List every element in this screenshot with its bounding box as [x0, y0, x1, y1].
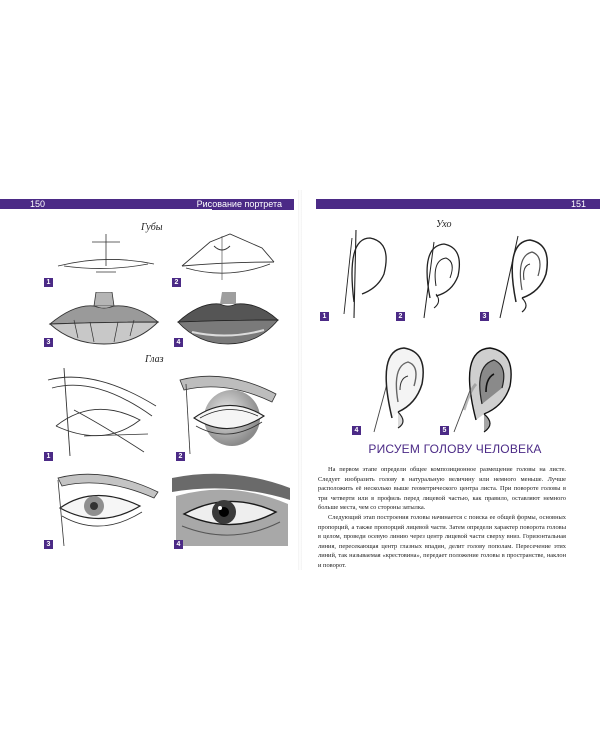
- lips-sketch-step-1: [44, 232, 164, 284]
- step-badge: 5: [440, 426, 449, 435]
- section-title-ear: Ухо: [436, 219, 452, 230]
- eye-sketch-step-4: [172, 470, 290, 546]
- step-badge: 2: [176, 452, 185, 461]
- paragraph: Следующий этап построения головы начинае…: [318, 513, 566, 569]
- step-badge: 2: [172, 278, 181, 287]
- lips-sketch-step-3: [44, 292, 164, 348]
- running-head: Рисование портрета: [196, 199, 282, 209]
- step-badge: 1: [320, 312, 329, 321]
- page-number: 150: [30, 199, 46, 209]
- step-badge: 4: [174, 540, 183, 549]
- eye-sketch-step-2: [176, 370, 280, 458]
- body-text: На первом этапе определи общее композици…: [318, 465, 566, 571]
- ear-sketch-step-2: [404, 238, 468, 320]
- lips-sketch-step-4: [172, 292, 284, 348]
- book-gutter: [298, 190, 302, 570]
- step-badge: 3: [44, 338, 53, 347]
- step-badge: 4: [352, 426, 361, 435]
- step-badge: 3: [44, 540, 53, 549]
- step-badge: 1: [44, 452, 53, 461]
- ear-sketch-step-3: [488, 234, 556, 320]
- eye-sketch-step-3: [44, 468, 162, 548]
- section-title-eye: Глаз: [145, 354, 164, 365]
- step-badge: 2: [396, 312, 405, 321]
- eye-sketch-step-1: [44, 366, 160, 458]
- ear-sketch-step-1: [326, 228, 396, 320]
- running-head-underline: [212, 209, 294, 210]
- step-badge: 4: [174, 338, 183, 347]
- paragraph: На первом этапе определи общее композици…: [318, 466, 566, 512]
- left-page: 150 Рисование портрета Губы 1: [0, 0, 298, 750]
- section-title-lips: Губы: [141, 222, 163, 233]
- ear-sketch-step-4: [362, 340, 432, 434]
- lips-sketch-step-2: [170, 232, 280, 284]
- right-page: 151: [302, 0, 600, 750]
- header-bar: [0, 199, 294, 209]
- step-badge: 1: [44, 278, 53, 287]
- step-badge: 3: [480, 312, 489, 321]
- header-bar: [316, 199, 600, 209]
- section-heading: Рисуем голову человека: [368, 442, 542, 456]
- page-number: 151: [570, 199, 586, 209]
- ear-sketch-step-5: [446, 340, 522, 434]
